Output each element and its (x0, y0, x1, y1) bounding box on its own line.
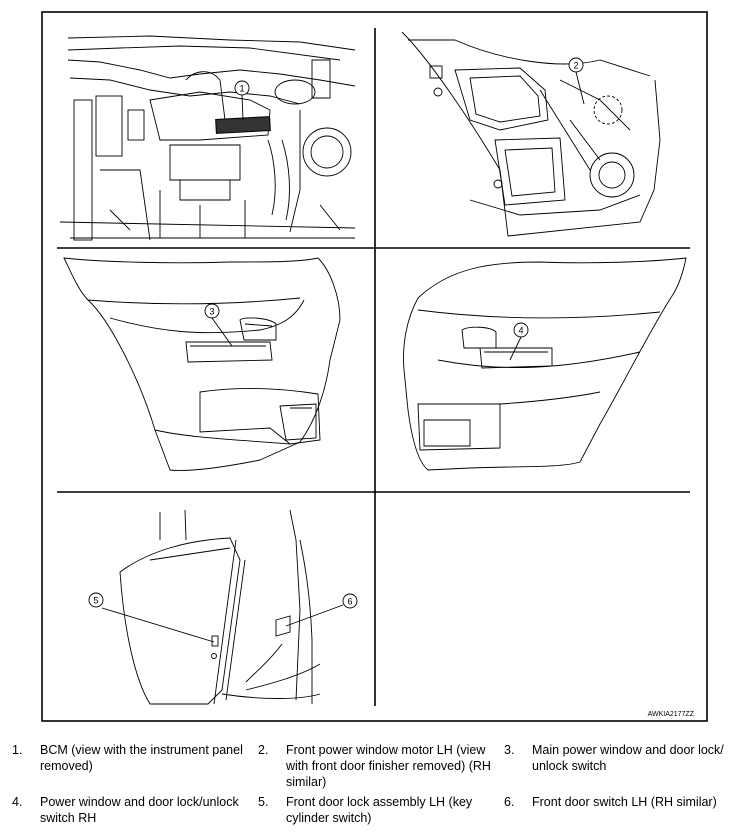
callout-circle-6 (342, 593, 358, 609)
legend-line: BCM (view with the instrument panel (40, 743, 243, 757)
panel-door-lock-illustration (119, 509, 321, 705)
panel-bcm-illustration (59, 35, 356, 241)
legend-number: 3. (504, 743, 515, 757)
legend-line: with front door finisher removed) (RH (286, 759, 491, 773)
callout-label-2: 2 (573, 61, 578, 71)
legend-line: Front power window motor LH (view (286, 743, 486, 757)
callout-circle-4 (513, 322, 529, 338)
callout-leader-3 (211, 317, 233, 347)
legend-text: Front door switch LH (RH similar) (532, 794, 717, 810)
legend-number: 5. (258, 795, 269, 809)
legend-line: similar) (286, 775, 327, 789)
callout-leader-2 (575, 71, 585, 105)
callout-leader-4 (509, 336, 522, 361)
legend-line: cylinder switch) (286, 811, 372, 825)
callout-leader-6 (285, 604, 344, 627)
legend-text: Power window and door lock/unlock switch… (40, 794, 239, 826)
legend-line: Front door lock assembly LH (key (286, 795, 473, 809)
figure-code: AWKIA2177ZZ (648, 711, 695, 718)
legend-line: switch RH (40, 811, 97, 825)
callout-circle-5 (88, 592, 104, 608)
legend-number: 4. (12, 795, 23, 809)
legend-text: Front power window motor LH (view with f… (286, 742, 491, 790)
panel-rh-switch-illustration (403, 257, 687, 471)
legend-text: Main power window and door lock/ unlock … (532, 742, 724, 774)
component-location-figure: 1 2 3 (41, 11, 708, 722)
callout-circle-3 (204, 303, 220, 319)
legend-line: Main power window and door lock/ (532, 743, 724, 757)
legend-line: unlock switch (532, 759, 607, 773)
callout-label-4: 4 (518, 326, 523, 336)
panel-window-motor-illustration (401, 31, 661, 237)
legend-number: 2. (258, 743, 269, 757)
callout-label-6: 6 (347, 597, 352, 607)
callout-circle-1 (234, 80, 250, 96)
legend: 1. BCM (view with the instrument panel r… (0, 738, 739, 834)
figure-frame (41, 11, 708, 722)
legend-line: Front door switch LH (RH similar) (532, 795, 717, 809)
callout-label-5: 5 (93, 596, 98, 606)
panel-main-switch-illustration (63, 257, 341, 471)
callout-label-3: 3 (209, 307, 214, 317)
legend-line: removed) (40, 759, 93, 773)
callout-label-1: 1 (239, 84, 244, 94)
callout-leader-5 (101, 607, 215, 643)
legend-text: BCM (view with the instrument panel remo… (40, 742, 243, 774)
callout-circle-2 (568, 57, 584, 73)
legend-text: Front door lock assembly LH (key cylinde… (286, 794, 472, 826)
legend-number: 6. (504, 795, 515, 809)
callout-leader-1 (241, 94, 244, 121)
legend-line: Power window and door lock/unlock (40, 795, 239, 809)
legend-number: 1. (12, 743, 23, 757)
